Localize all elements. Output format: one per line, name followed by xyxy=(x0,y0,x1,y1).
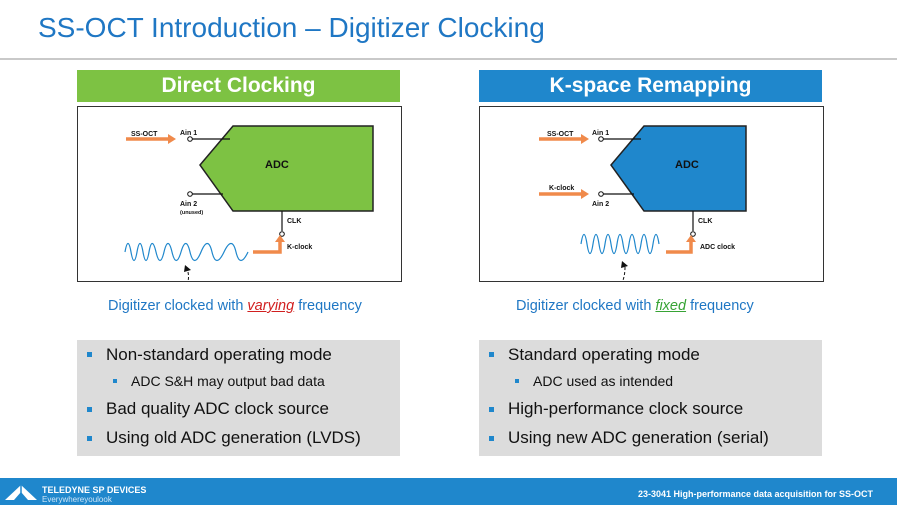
k-space-caption: Digitizer clocked with fixed frequency xyxy=(516,298,754,314)
ain2-terminal xyxy=(187,191,193,197)
brand-tagline: Everywhereyoulook xyxy=(42,495,112,504)
ss-oct-arrowhead-icon xyxy=(581,134,589,144)
bullet-item: High-performance clock source xyxy=(508,399,744,418)
caption-prefix: Digitizer clocked with xyxy=(516,298,656,314)
footer-bar xyxy=(0,478,897,505)
bullet-icon xyxy=(87,436,92,441)
ain2-label: Ain 2 xyxy=(180,201,197,208)
ss-oct-label: SS-OCT xyxy=(547,131,574,138)
pointer-dashed-line xyxy=(622,266,626,281)
caption-suffix: frequency xyxy=(686,298,754,314)
k-clock-arrowhead-icon xyxy=(275,235,285,242)
ain1-label: Ain 1 xyxy=(180,130,197,137)
pointer-dashed-line xyxy=(187,271,189,281)
adc-block xyxy=(199,125,374,212)
brand-name: TELEDYNE SP DEVICES xyxy=(42,485,147,495)
adc-clock-arrow xyxy=(666,241,693,254)
k-space-remapping-header: K-space Remapping xyxy=(479,70,822,102)
bullet-icon xyxy=(87,407,92,412)
footer-note: 23-3041 High-performance data acquisitio… xyxy=(637,489,873,499)
bullet-icon xyxy=(87,352,92,357)
sub-bullet-icon xyxy=(515,379,519,383)
ain2-label: Ain 2 xyxy=(592,201,609,208)
adc-clock-label: ADC clock xyxy=(700,244,735,251)
ain1-label: Ain 1 xyxy=(592,130,609,137)
bullet-item: Standard operating mode xyxy=(508,345,700,364)
caption-prefix: Digitizer clocked with xyxy=(108,298,248,314)
caption-emphasis: fixed xyxy=(655,298,687,314)
adc-label: ADC xyxy=(265,159,289,171)
teledyne-logo-icon xyxy=(5,485,37,500)
bullet-item: Using new ADC generation (serial) xyxy=(508,428,769,447)
bullet-icon xyxy=(489,352,494,357)
fixed-frequency-wave xyxy=(580,233,660,255)
ain1-terminal xyxy=(598,136,604,142)
bullet-icon xyxy=(489,436,494,441)
adc-clock-arrowhead-icon xyxy=(686,235,696,242)
direct-clocking-diagram: ADC Ain 1 SS-OCT Ain 2 (unused) CLK K-cl… xyxy=(77,106,402,282)
k-space-bullets: Standard operating mode ADC used as inte… xyxy=(479,340,822,456)
slide-title: SS-OCT Introduction – Digitizer Clocking xyxy=(38,12,545,43)
bullet-item: Non-standard operating mode xyxy=(106,345,332,364)
clk-terminal xyxy=(690,231,696,237)
direct-clocking-header: Direct Clocking xyxy=(77,70,400,102)
k-space-schematic: ADC Ain 1 SS-OCT Ain 2 K-clock CLK ADC c… xyxy=(539,125,747,281)
sub-bullet-icon xyxy=(113,379,117,383)
ss-oct-arrowhead-icon xyxy=(168,134,176,144)
sub-bullet-item: ADC S&H may output bad data xyxy=(131,373,325,389)
caption-emphasis: varying xyxy=(247,298,295,314)
ss-oct-label: SS-OCT xyxy=(131,131,158,138)
direct-clocking-caption: Digitizer clocked with varying frequency xyxy=(108,298,362,314)
clk-label: CLK xyxy=(287,218,301,225)
clk-terminal xyxy=(279,231,285,237)
k-clock-input-arrowhead-icon xyxy=(581,189,589,199)
ain2-terminal xyxy=(598,191,604,197)
pointer-arrowhead-icon xyxy=(184,265,191,272)
pointer-arrowhead-icon xyxy=(621,261,628,268)
varying-frequency-wave xyxy=(124,242,249,262)
k-space-remapping-diagram: ADC Ain 1 SS-OCT Ain 2 K-clock CLK ADC c… xyxy=(479,106,824,282)
caption-suffix: frequency xyxy=(294,298,362,314)
adc-label: ADC xyxy=(675,159,699,171)
ain2-note: (unused) xyxy=(180,210,203,216)
direct-clocking-schematic: ADC Ain 1 SS-OCT Ain 2 (unused) CLK K-cl… xyxy=(124,125,374,281)
k-clock-label: K-clock xyxy=(287,244,312,251)
bullet-item: Bad quality ADC clock source xyxy=(106,399,329,418)
sub-bullet-item: ADC used as intended xyxy=(533,373,674,389)
k-clock-input-label: K-clock xyxy=(549,185,574,192)
ain1-terminal xyxy=(187,136,193,142)
clk-label: CLK xyxy=(698,218,712,225)
bullet-item: Using old ADC generation (LVDS) xyxy=(106,428,361,447)
title-divider xyxy=(0,58,897,60)
k-clock-arrow xyxy=(253,241,282,254)
adc-block xyxy=(610,125,747,212)
bullet-icon xyxy=(489,407,494,412)
direct-clocking-bullets: Non-standard operating mode ADC S&H may … xyxy=(77,340,400,456)
